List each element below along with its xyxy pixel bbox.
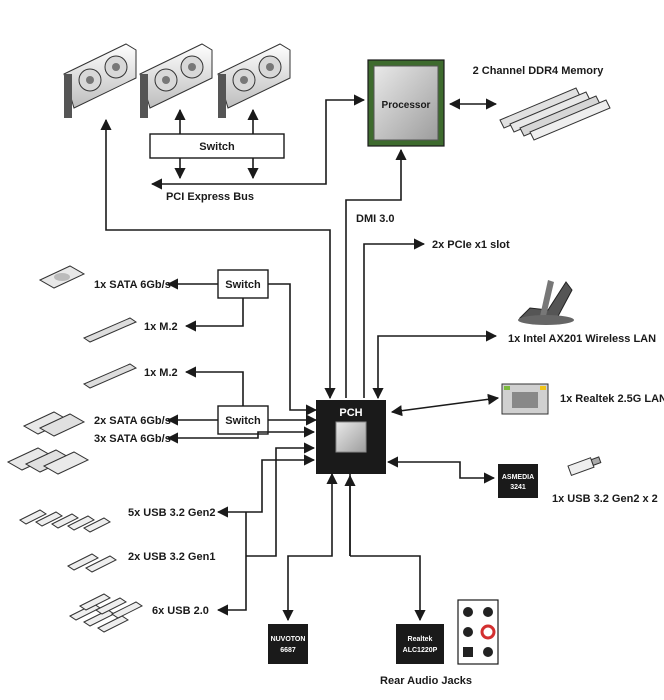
asmedia-line2: 3241 bbox=[510, 484, 526, 491]
graphics-card-icon bbox=[139, 43, 213, 118]
usb-drive-icon bbox=[19, 509, 111, 533]
pcie-switch-label: Switch bbox=[199, 141, 235, 153]
hard-drive-icon bbox=[6, 447, 90, 475]
lan-label: 1x Realtek 2.5G LAN bbox=[560, 393, 664, 405]
hard-drive-icon bbox=[38, 265, 86, 289]
realtek-line1: Realtek bbox=[408, 636, 433, 643]
graphics-card-icon bbox=[63, 43, 137, 118]
asmedia-chip bbox=[498, 464, 538, 498]
processor-label: Processor bbox=[382, 100, 431, 111]
pch-die bbox=[335, 421, 367, 453]
realtek-line2: ALC1220P bbox=[403, 647, 438, 654]
sata-2-label: 2x SATA 6Gb/s bbox=[94, 415, 171, 427]
ethernet-port-icon bbox=[501, 383, 549, 415]
wireless-antenna-icon bbox=[518, 280, 574, 325]
pcie-bus-label: PCI Express Bus bbox=[166, 191, 254, 203]
pch-label: PCH bbox=[339, 407, 362, 419]
usb-drive-icon bbox=[69, 593, 143, 633]
nuvoton-line2: 6687 bbox=[280, 647, 296, 654]
usb-drive-icon bbox=[67, 553, 117, 573]
asmedia-label: 1x USB 3.2 Gen2 x 2 bbox=[552, 493, 658, 505]
pcie-x1-label: 2x PCIe x1 slot bbox=[432, 239, 510, 251]
nuvoton-chip bbox=[268, 624, 308, 664]
graphics-card-icon bbox=[217, 43, 291, 118]
memory-module-icon bbox=[499, 87, 611, 141]
hard-drive-icon bbox=[22, 411, 86, 437]
asmedia-line1: ASMEDIA bbox=[502, 474, 534, 481]
switch-top-label: Switch bbox=[225, 279, 261, 291]
m2-2-label: 1x M.2 bbox=[144, 367, 178, 379]
usb-gen1-label: 2x USB 3.2 Gen1 bbox=[128, 551, 215, 563]
realtek-audio-chip bbox=[396, 624, 444, 664]
switch-bottom-label: Switch bbox=[225, 415, 261, 427]
dmi-label: DMI 3.0 bbox=[356, 213, 395, 225]
m2-ssd-icon bbox=[82, 363, 138, 389]
m2-ssd-icon bbox=[82, 317, 138, 343]
usb-gen2-label: 5x USB 3.2 Gen2 bbox=[128, 507, 215, 519]
audio-jacks-label: Rear Audio Jacks bbox=[380, 675, 472, 687]
nuvoton-line1: NUVOTON bbox=[271, 636, 306, 643]
wifi-label: 1x Intel AX201 Wireless LAN bbox=[508, 333, 656, 345]
memory-label: 2 Channel DDR4 Memory bbox=[473, 65, 605, 77]
processor-chip bbox=[367, 59, 445, 147]
m2-1-label: 1x M.2 bbox=[144, 321, 178, 333]
usb-drive-icon bbox=[567, 456, 602, 477]
usb-20-label: 6x USB 2.0 bbox=[152, 605, 209, 617]
sata-3-label: 3x SATA 6Gb/s bbox=[94, 433, 171, 445]
audio-jack-panel-icon bbox=[457, 599, 499, 665]
sata-1-label: 1x SATA 6Gb/s bbox=[94, 279, 171, 291]
